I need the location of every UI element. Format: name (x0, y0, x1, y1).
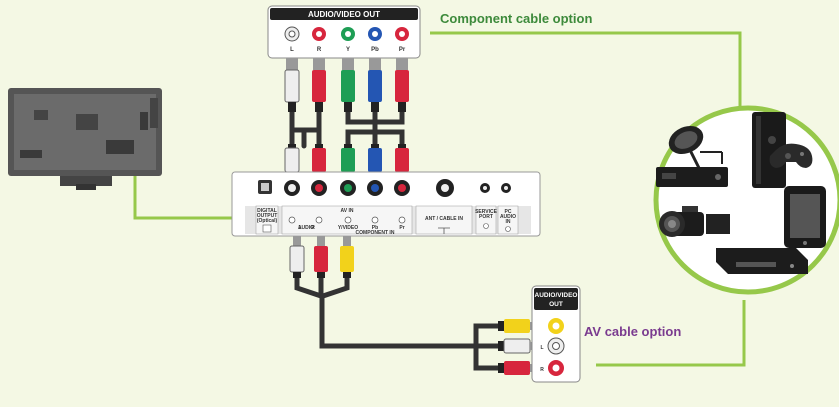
pc-audio-label-2: AUDIO (500, 214, 516, 220)
jack-pb (368, 27, 382, 41)
av-plug-red-top (314, 236, 328, 278)
plug-red2-bottom (395, 144, 409, 172)
component-cables (289, 109, 405, 149)
dvd-player-icon (716, 248, 808, 274)
plug-white-top (284, 58, 300, 112)
av-jack-label-r: R (540, 367, 544, 373)
av-panel-title-1: AUDIO/VIDEO (535, 292, 578, 299)
jack-label-y: Y (346, 47, 350, 53)
tv-back-icon (8, 88, 162, 190)
camcorder-icon (659, 206, 730, 237)
jack-label-l: L (290, 47, 294, 53)
av-side-plugs (498, 319, 540, 375)
component-output-jacks (284, 26, 409, 42)
av-top-plugs (289, 236, 354, 278)
component-top-plugs (284, 58, 409, 112)
digital-output-label-3: (Optical) (257, 218, 278, 224)
digital-output-label-2: OUTPUT (257, 213, 278, 219)
ant-cable-in-label: ANT / CABLE IN (425, 216, 463, 222)
pc-audio-label-3: IN (506, 219, 511, 225)
y-video-label: Y/VIDEO (338, 225, 358, 231)
plug-red-bottom (312, 144, 326, 172)
audio-l-label: L (298, 225, 301, 231)
av-panel-title-2: OUT (549, 301, 563, 308)
plug-green-bottom (341, 144, 355, 172)
pc-audio-label-1: PC (505, 209, 512, 215)
plug-blue-top (368, 58, 382, 112)
audio-label: AUDIO (298, 225, 314, 231)
plug-blue-bottom (368, 144, 382, 172)
av-plug-yellow-top (340, 236, 354, 278)
component-panel-title: AUDIO/VIDEO OUT (308, 10, 380, 19)
av-cable-caption: AV cable option (584, 324, 681, 339)
component-output-panel: AUDIO/VIDEO OUT L R Y Pb Pr (267, 5, 421, 59)
tv-component-jacks (284, 180, 410, 196)
jack-label-r: R (317, 47, 322, 53)
component-bottom-plugs (284, 144, 409, 173)
plug-green-top (341, 58, 355, 112)
jack-r (312, 27, 326, 41)
av-out-jack-video (548, 318, 564, 334)
plug-red-top (312, 58, 326, 112)
av-out-jack-r (548, 360, 564, 376)
satellite-receiver-icon (656, 125, 728, 187)
digital-output-label-1: DIGITAL (257, 208, 277, 214)
jack-y (341, 27, 355, 41)
plug-red2-top (395, 58, 409, 112)
pb-label: Pb (372, 225, 378, 231)
component-cable-caption: Component cable option (440, 11, 592, 26)
service-port-label-1: SERVICE (475, 209, 498, 215)
jack-pr (395, 27, 409, 41)
audio-r-label: R (311, 225, 315, 231)
av-output-panel: AUDIO/VIDEO OUT L R (531, 285, 581, 383)
source-devices (653, 105, 839, 295)
pr-label: Pr (399, 225, 404, 231)
jack-l (284, 26, 300, 42)
component-in-label: COMPONENT IN (356, 230, 395, 236)
tablet-icon (784, 186, 826, 248)
game-console-icon (752, 112, 813, 188)
service-port-label-2: PORT (479, 214, 493, 220)
av-jack-label-l: L (540, 345, 543, 351)
av-plug-white-top (289, 236, 305, 278)
av-cables (294, 273, 503, 371)
jack-label-pb: Pb (371, 47, 379, 53)
jack-label-pr: Pr (399, 47, 406, 53)
av-out-jack-l (547, 337, 565, 355)
plug-white-bottom (284, 144, 300, 173)
av-in-label: AV IN (341, 208, 354, 214)
tv-connector-panel: DIGITAL OUTPUT (Optical) AV IN L AUDIO R… (231, 171, 541, 237)
